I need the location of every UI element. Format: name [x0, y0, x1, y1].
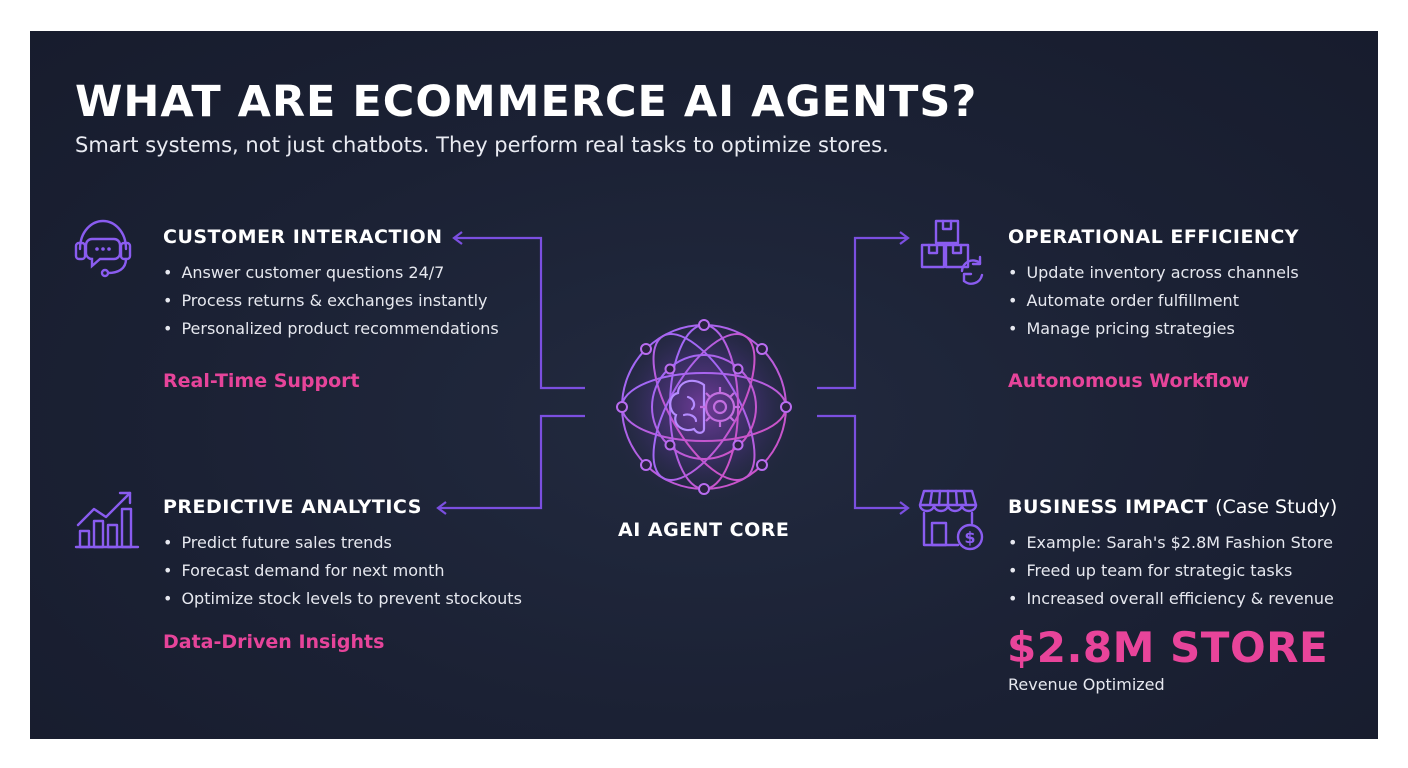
infographic-panel: WHAT ARE ECOMMERCE AI AGENTS? Smart syst…	[30, 31, 1378, 739]
business-impact-stat-caption: Revenue Optimized	[1008, 675, 1165, 694]
list-item: Example: Sarah's $2.8M Fashion Store	[1008, 529, 1334, 557]
svg-text:$: $	[964, 528, 975, 547]
business-impact-title: BUSINESS IMPACT (Case Study)	[1008, 496, 1337, 518]
operational-efficiency-accent: Autonomous Workflow	[1008, 370, 1250, 392]
customer-interaction-accent: Real-Time Support	[163, 370, 360, 392]
list-item: Increased overall efficiency & revenue	[1008, 585, 1333, 613]
operational-efficiency-title: OPERATIONAL EFFICIENCY	[1008, 226, 1300, 248]
list-item: Manage pricing strategies	[1008, 315, 1299, 343]
list-item: Predict future sales trends	[163, 529, 522, 557]
list-item: Optimize stock levels to prevent stockou…	[163, 585, 521, 613]
ai-brain-gear-globe-icon	[604, 307, 804, 507]
predictive-analytics-title: PREDICTIVE ANALYTICS	[163, 496, 422, 518]
business-impact-stat: $2.8M STORE	[1007, 623, 1329, 672]
page-subtitle: Smart systems, not just chatbots. They p…	[75, 133, 889, 157]
list-item: Update inventory across channels	[1008, 259, 1298, 287]
connector-customer-interaction	[456, 236, 585, 390]
business-impact-list: Example: Sarah's $2.8M Fashion Store Fre…	[1008, 529, 1334, 613]
list-item: Process returns & exchanges instantly	[163, 287, 499, 315]
list-item: Answer customer questions 24/7	[163, 259, 499, 287]
connector-operational-efficiency	[817, 236, 906, 390]
predictive-analytics-accent: Data-Driven Insights	[163, 631, 385, 653]
business-impact-title-suffix: (Case Study)	[1215, 496, 1338, 518]
page-title: WHAT ARE ECOMMERCE AI AGENTS?	[75, 77, 978, 127]
list-item: Automate order fulfillment	[1008, 287, 1299, 315]
connector-predictive-analytics	[440, 414, 585, 510]
boxes-sync-icon	[920, 219, 984, 285]
connector-lines	[436, 231, 910, 515]
core-label: AI AGENT CORE	[618, 519, 790, 541]
bar-chart-trend-icon	[74, 491, 140, 549]
headset-chat-icon	[74, 219, 132, 278]
predictive-analytics-list: Predict future sales trends Forecast dem…	[163, 529, 522, 613]
connector-business-impact	[817, 414, 906, 510]
list-item: Forecast demand for next month	[163, 557, 522, 585]
list-item: Personalized product recommendations	[163, 315, 498, 343]
operational-efficiency-list: Update inventory across channels Automat…	[1008, 259, 1299, 343]
business-impact-title-main: BUSINESS IMPACT	[1008, 496, 1208, 518]
customer-interaction-title: CUSTOMER INTERACTION	[163, 226, 443, 248]
list-item: Freed up team for strategic tasks	[1008, 557, 1334, 585]
customer-interaction-list: Answer customer questions 24/7 Process r…	[163, 259, 499, 343]
storefront-dollar-icon: $	[918, 489, 984, 551]
